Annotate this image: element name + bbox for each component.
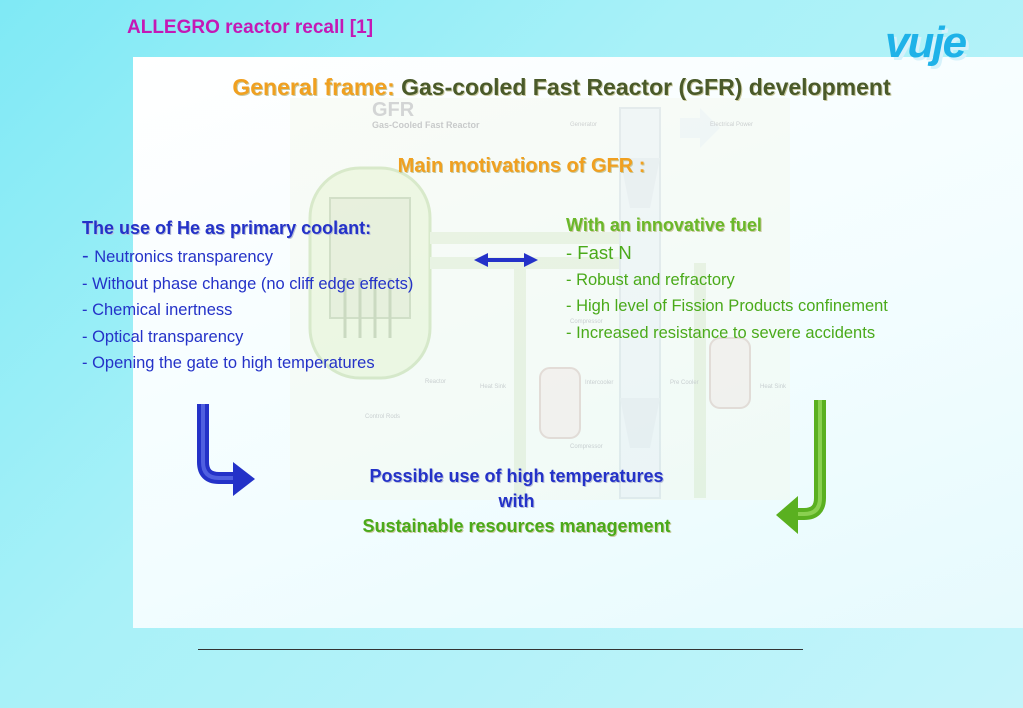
watermark-subtitle: Gas-Cooled Fast Reactor <box>372 120 480 130</box>
footer-divider <box>198 649 803 650</box>
conclusion-line-1: Possible use of high temperatures <box>369 466 664 486</box>
section-subtitle: Main motivations of GFR : <box>397 155 646 177</box>
conclusion-line-2: with <box>498 491 535 511</box>
gfr-diagram-watermark: GFR Gas-Cooled Fast Reactor Generator El… <box>290 98 790 500</box>
watermark-title: GFR <box>372 99 415 121</box>
watermark-label-4: Heat Sink <box>480 384 507 390</box>
double-arrow-icon <box>474 253 538 267</box>
watermark-label-8: Compressor <box>570 319 603 325</box>
watermark-label-7: Heat Sink <box>760 384 787 390</box>
conclusion-line-3: Sustainable resources management <box>362 516 671 536</box>
coolant-column: The use of He as primary coolant: - Neut… <box>82 218 502 377</box>
page-title-rest: Gas-cooled Fast Reactor (GFR) developmen… <box>401 74 891 100</box>
coolant-item: - Optical transparency <box>82 327 244 346</box>
page-title: General frame: Gas-cooled Fast Reactor (… <box>0 74 1023 101</box>
coolant-item: - Neutronics transparency <box>82 243 502 271</box>
slide-panel <box>133 57 1023 628</box>
fuel-item: - Fast N <box>566 242 632 263</box>
watermark-label-0: Generator <box>570 122 597 128</box>
coolant-item-text: Neutronics transparency <box>94 248 274 266</box>
fuel-heading: With an innovative fuel <box>566 215 762 235</box>
fuel-item: - Robust and refractory <box>566 270 735 289</box>
coolant-item: - Opening the gate to high temperatures <box>82 354 375 372</box>
fuel-column: With an innovative fuel - Fast N - Robus… <box>566 215 1006 346</box>
watermark-label-1: Electrical Power <box>710 122 753 128</box>
coolant-item: - Chemical inertness <box>82 301 233 319</box>
watermark-label-9: Compressor <box>570 444 603 450</box>
blue-curved-arrow-icon <box>197 404 255 496</box>
watermark-label-2: Reactor <box>425 379 446 385</box>
coolant-item: - Without phase change (no cliff edge ef… <box>82 274 414 293</box>
coolant-item-dash: - <box>82 245 95 267</box>
page-title-highlight: General frame: <box>232 74 395 100</box>
watermark-label-6: Pre Cooler <box>670 380 699 386</box>
coolant-heading: The use of He as primary coolant: <box>82 218 372 238</box>
green-curved-arrow-icon <box>776 400 826 534</box>
vuje-logo: vuje <box>885 18 967 67</box>
fuel-item: - High level of Fission Products confine… <box>566 297 888 315</box>
slide-header-title: ALLEGRO reactor recall [1] <box>127 17 374 38</box>
fuel-item: - Increased resistance to severe acciden… <box>566 323 876 342</box>
watermark-label-3: Control Rods <box>365 414 400 420</box>
conclusion-block: Possible use of high temperatures with S… <box>0 464 1023 539</box>
watermark-label-5: Intercooler <box>585 380 613 386</box>
